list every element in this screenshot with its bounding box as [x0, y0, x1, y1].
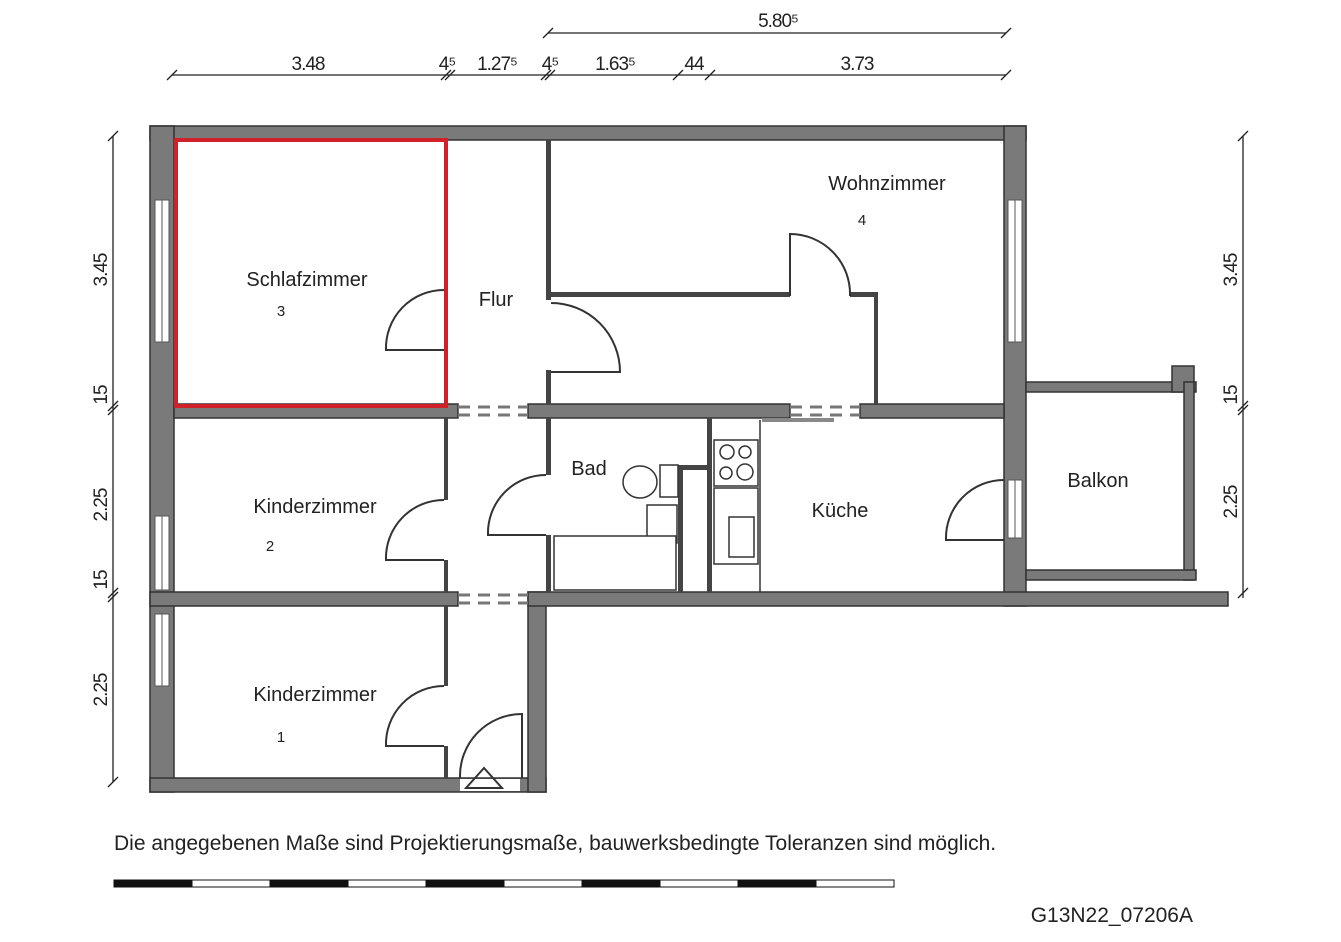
- dim-top-total: 5.80⁵: [758, 11, 798, 32]
- dimension-lines-top: 5.80⁵ 3.48 4⁵ 1.27⁵ 4⁵ 1.63⁵ 44 3.73: [166, 11, 1012, 81]
- scale-bar-segment: [815, 879, 895, 888]
- dimension-lines-right: 3.45 15 2.25: [1221, 130, 1249, 599]
- fixtures: [553, 420, 761, 592]
- scale-bar-segment: [113, 879, 193, 888]
- dim-right-3: 2.25: [1221, 485, 1242, 518]
- scale-bar-segment: [425, 879, 505, 888]
- scale-bar-segment: [347, 879, 427, 888]
- scale-bar-segment: [191, 879, 271, 888]
- dim-top-5: 1.63⁵: [595, 54, 635, 75]
- scale-bar-segment: [269, 879, 349, 888]
- dim-left-1: 3.45: [91, 253, 112, 286]
- room-number-1: 1: [277, 729, 285, 746]
- dim-left-3: 2.25: [91, 488, 112, 521]
- toilet-icon: [622, 465, 658, 499]
- dim-top-1: 3.48: [292, 54, 325, 75]
- stove-icon: [713, 439, 759, 487]
- entrance-triangle-icon: [463, 766, 505, 789]
- dim-right-2: 15: [1221, 385, 1242, 405]
- bathtub-icon: [553, 535, 677, 591]
- room-name-wohnzimmer: Wohnzimmer: [828, 173, 946, 195]
- scale-bar-segment: [503, 879, 583, 888]
- dim-top-2: 4⁵: [439, 54, 456, 75]
- dim-top-7: 3.73: [841, 54, 874, 75]
- dim-top-6: 44: [684, 54, 705, 75]
- dim-right-1: 3.45: [1221, 253, 1242, 286]
- room-name-kinderzimmer-2: Kinderzimmer: [253, 496, 377, 518]
- room-number-2: 2: [266, 538, 274, 555]
- dim-left-5: 2.25: [91, 673, 112, 706]
- room-labels: Schlafzimmer 3 Flur Wohnzimmer 4 Kinderz…: [246, 173, 1128, 746]
- dimension-lines-left: 3.45 15 2.25 15 2.25: [91, 130, 119, 788]
- scale-bar-segment: [737, 879, 817, 888]
- plan-code: G13N22_07206A: [1031, 904, 1193, 927]
- room-name-kinderzimmer-1: Kinderzimmer: [253, 684, 377, 706]
- scale-bar-segment: [659, 879, 739, 888]
- room-name-flur: Flur: [479, 289, 514, 311]
- room-name-schlafzimmer: Schlafzimmer: [246, 269, 367, 291]
- scale-bar-segment: [581, 879, 661, 888]
- scale-bar: [113, 879, 895, 888]
- dim-top-3: 1.27⁵: [477, 54, 517, 75]
- room-number-3: 3: [277, 303, 285, 320]
- room-name-kueche: Küche: [812, 500, 869, 522]
- tolerance-note: Die angegebenen Maße sind Projektierungs…: [114, 832, 996, 855]
- room-number-4: 4: [858, 212, 866, 229]
- dim-left-4: 15: [91, 570, 112, 590]
- dim-top-4: 4⁵: [542, 54, 559, 75]
- room-name-balkon: Balkon: [1067, 470, 1128, 492]
- highlighted-room-outline: [174, 138, 448, 408]
- doors: [384, 232, 1005, 789]
- room-name-bad: Bad: [571, 458, 607, 480]
- dim-left-2: 15: [91, 385, 112, 405]
